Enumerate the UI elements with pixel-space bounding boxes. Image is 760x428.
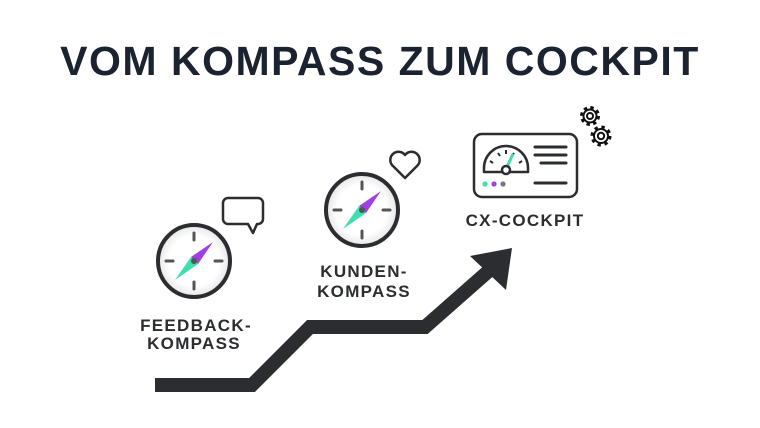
growth-arrow bbox=[155, 262, 497, 392]
gears-icon bbox=[580, 106, 612, 147]
feedback-compass-step: FEEDBACK- KOMPASS bbox=[140, 196, 265, 353]
step-label: CX-COCKPIT bbox=[466, 211, 585, 230]
step-label-line1: FEEDBACK- bbox=[140, 316, 252, 335]
dashboard-icon bbox=[472, 132, 579, 199]
step-label-line2: KOMPASS bbox=[317, 282, 411, 301]
step-label-line1: KUNDEN- bbox=[320, 262, 407, 281]
step-label-line2: KOMPASS bbox=[147, 334, 241, 353]
cx-cockpit-step: CX-COCKPIT bbox=[466, 106, 612, 230]
kunden-compass-step: KUNDEN- KOMPASS bbox=[317, 150, 421, 301]
compass-icon bbox=[324, 172, 400, 248]
arrow-head bbox=[470, 248, 512, 290]
heart-icon bbox=[389, 150, 421, 180]
page-title: VOM KOMPASS ZUM COCKPIT bbox=[60, 38, 700, 84]
compass-icon bbox=[156, 223, 232, 299]
speech-bubble-icon bbox=[221, 196, 265, 235]
